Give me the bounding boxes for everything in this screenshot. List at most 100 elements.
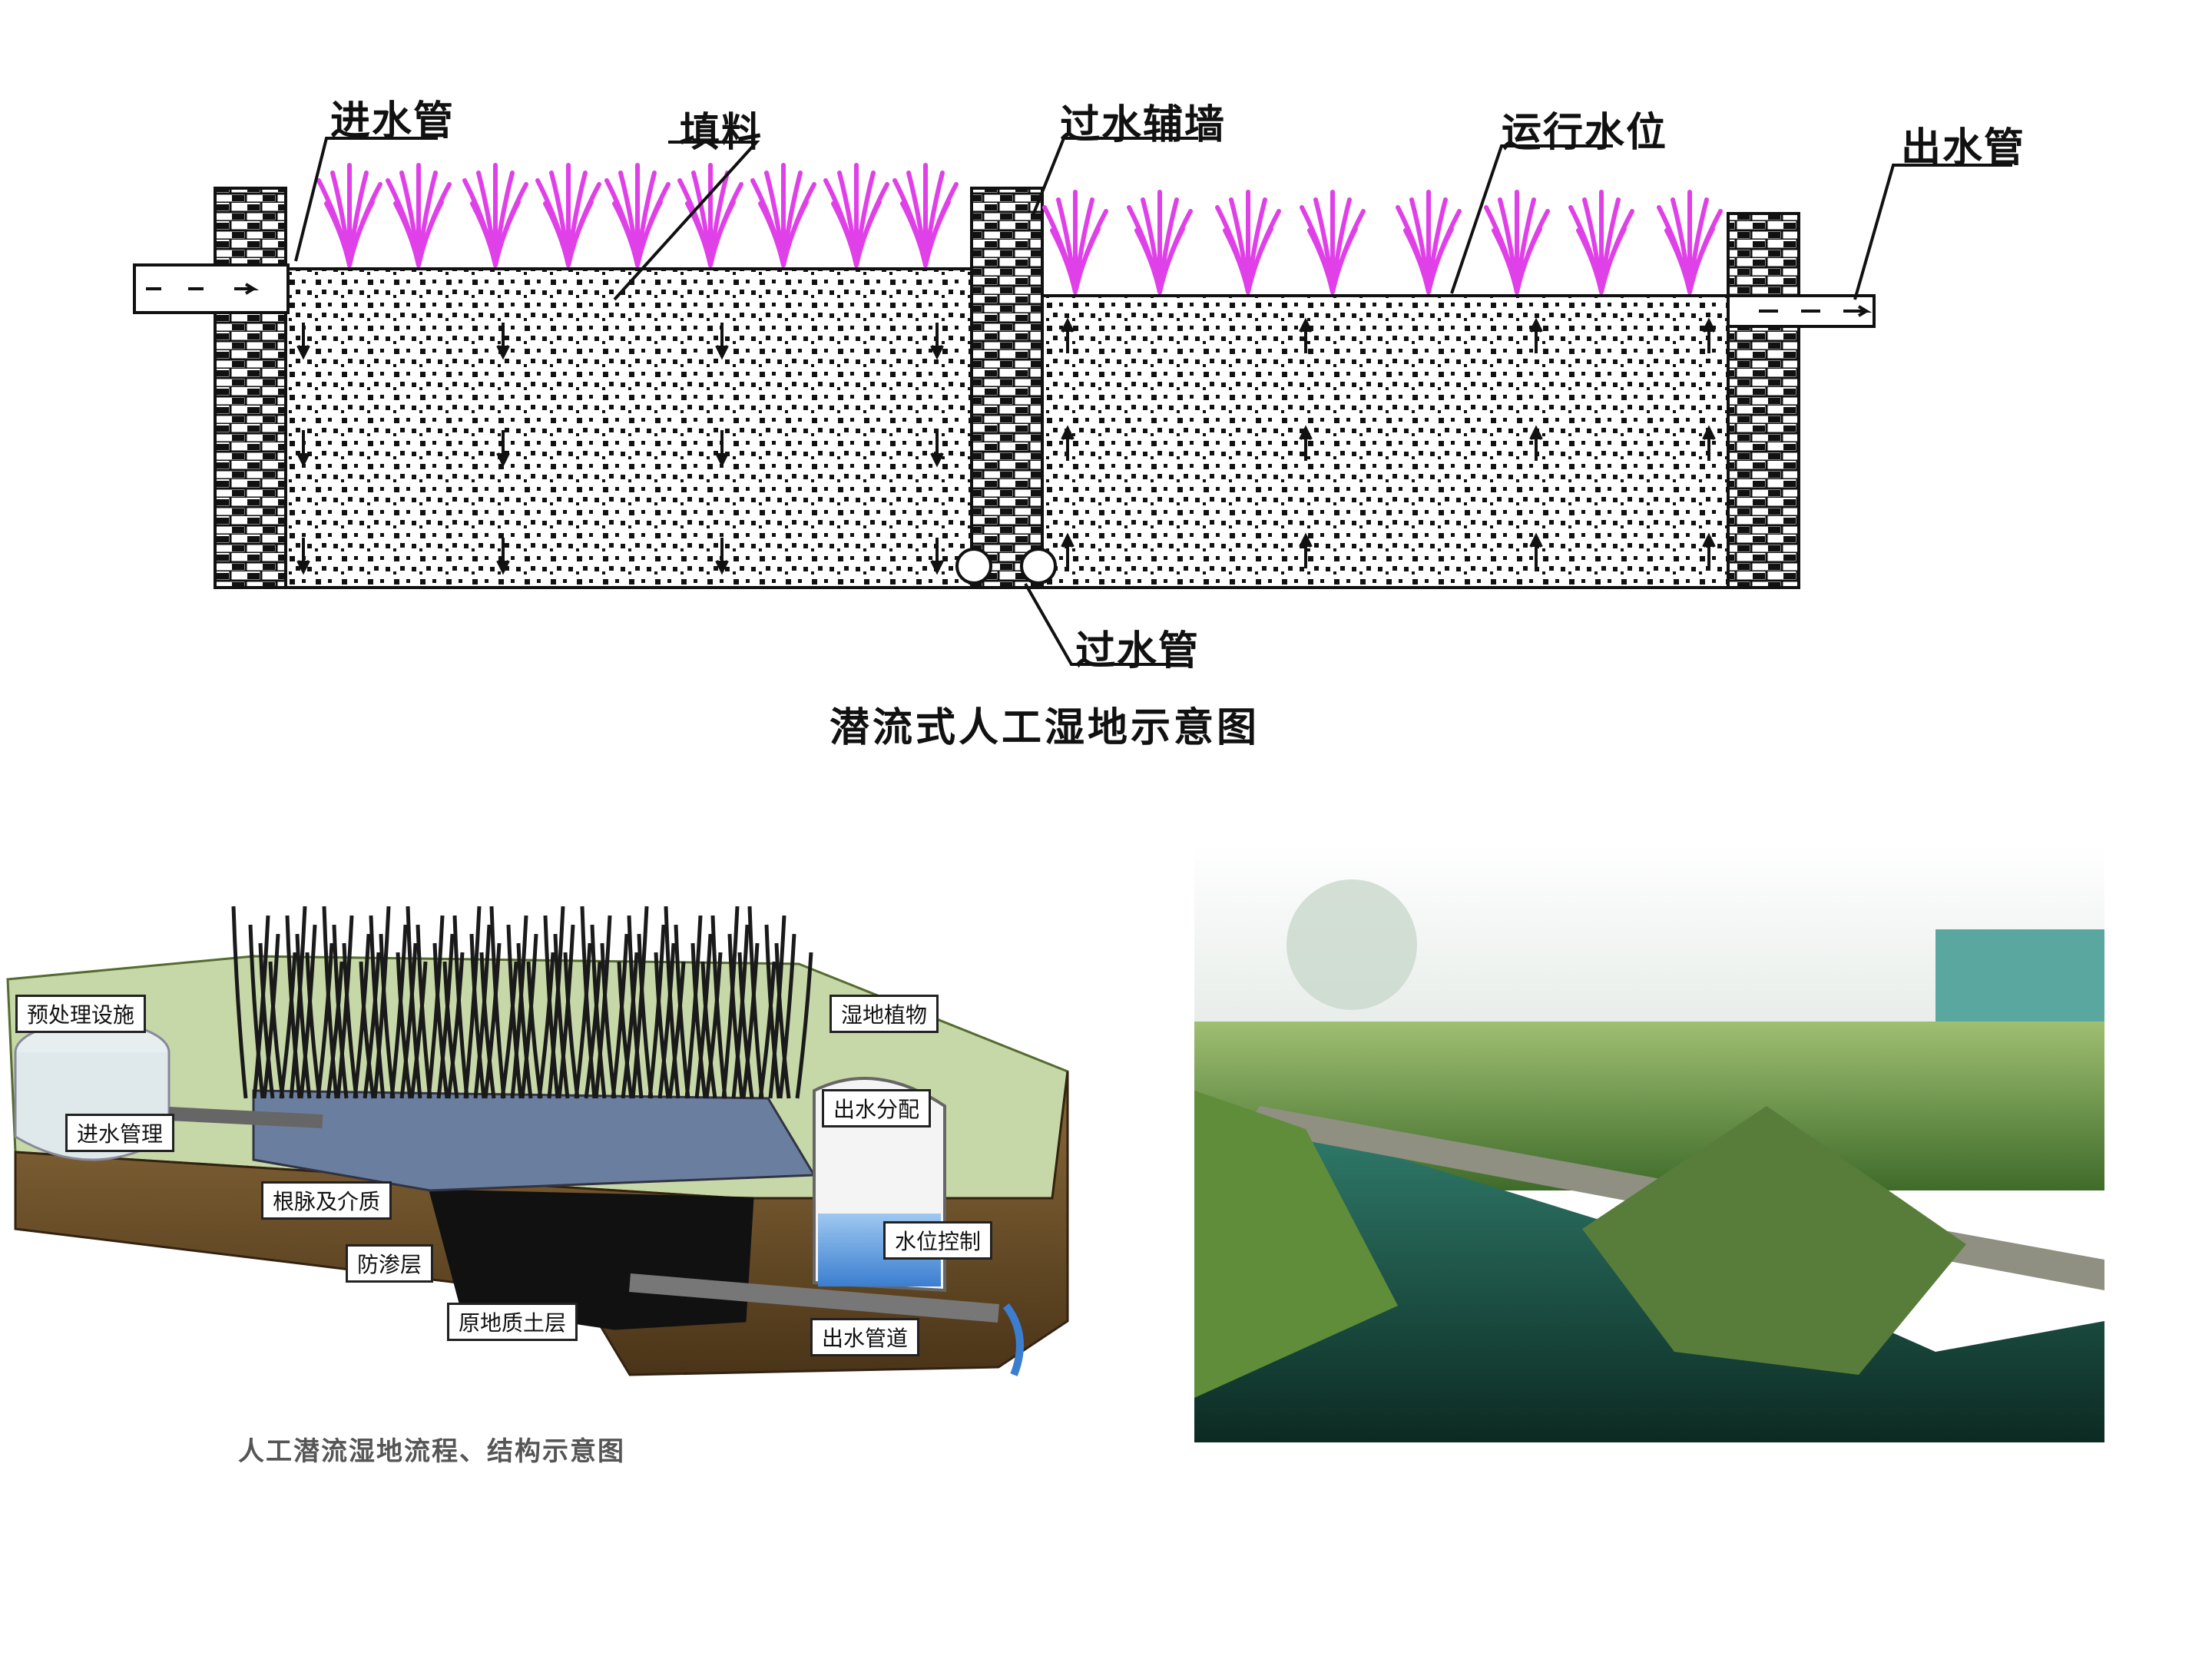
reed — [506, 924, 523, 1099]
water-level-label: 运行水位 — [1502, 110, 1668, 156]
reed — [305, 952, 322, 1099]
bottom-diagram-caption: 人工潜流湿地流程、结构示意图 — [238, 1436, 625, 1467]
plant — [677, 163, 743, 267]
flow-arrow-head — [930, 345, 944, 360]
reed — [778, 933, 796, 1099]
reed — [258, 942, 275, 1099]
flow-arrow-head — [930, 560, 944, 575]
reed — [399, 942, 418, 1099]
reed — [416, 924, 432, 1099]
outlet-channel-label: 出水管道 — [810, 1318, 920, 1356]
water-splash — [1002, 1303, 1024, 1376]
plant — [1042, 190, 1108, 294]
flow-arrow-head — [1702, 317, 1716, 333]
reed — [442, 961, 459, 1099]
pass-pipe-right — [1020, 548, 1057, 584]
water-level-leader — [1450, 144, 1613, 294]
flow-arrow-head — [1061, 317, 1075, 333]
reed — [764, 924, 781, 1099]
reed — [409, 961, 428, 1099]
rhizome-media-layer — [252, 1089, 816, 1192]
flow-arrow-head — [296, 345, 310, 360]
reed — [537, 952, 555, 1099]
reed — [469, 933, 486, 1099]
flow-arrow-head — [715, 345, 729, 360]
inlet-pipe-leader — [294, 137, 438, 262]
reed — [704, 952, 723, 1099]
flow-arrow-head — [1299, 317, 1313, 333]
plant — [604, 163, 671, 267]
flow-arrow-head — [496, 560, 510, 575]
reed — [590, 924, 607, 1099]
reed — [553, 933, 570, 1099]
flow-arrow-head — [296, 452, 310, 468]
reed — [489, 906, 506, 1099]
wetland-plants-label: 湿地植物 — [830, 995, 939, 1033]
flow-arrow-head — [296, 560, 310, 575]
flow-arrow-head — [1529, 532, 1543, 548]
flow-arrow-head — [1299, 425, 1313, 440]
outlet-pipe-leader — [1853, 164, 2012, 300]
plant — [316, 163, 382, 267]
seepage-layer-label: 防渗层 — [346, 1244, 434, 1283]
plant — [1568, 190, 1634, 294]
photo-grass-left — [1194, 1091, 1398, 1398]
reed — [322, 906, 339, 1099]
photo-tree — [1286, 879, 1417, 1010]
flow-arrow-head — [1061, 532, 1075, 548]
reed — [526, 961, 543, 1099]
reed — [483, 942, 502, 1099]
reed — [654, 952, 671, 1099]
reed — [432, 942, 449, 1099]
reed — [231, 906, 248, 1099]
top-diagram-caption: 潜流式人工湿地示意图 — [830, 704, 1260, 751]
reed — [516, 942, 533, 1099]
reed — [363, 952, 381, 1099]
reed — [316, 942, 334, 1099]
native-soil-label: 原地质土层 — [447, 1303, 578, 1341]
outlet-pipe-bottom — [629, 1273, 999, 1323]
reed — [621, 952, 639, 1099]
flow-arrow-head — [1702, 532, 1716, 548]
reed — [543, 915, 560, 1099]
reed — [248, 924, 265, 1099]
reed — [667, 961, 686, 1099]
reed — [479, 952, 496, 1099]
reed — [332, 924, 349, 1099]
plant — [1396, 190, 1462, 294]
filler-bed-left — [284, 267, 973, 589]
reed — [580, 906, 597, 1099]
outlet-pipe-label: 出水管 — [1901, 125, 2026, 171]
plant — [1215, 190, 1281, 294]
reed — [279, 952, 297, 1099]
flow-arrow-head — [1529, 425, 1543, 440]
reed — [446, 952, 465, 1099]
reed — [617, 961, 634, 1099]
reed — [574, 942, 592, 1099]
reed — [774, 942, 791, 1099]
reed — [710, 915, 727, 1099]
reed — [563, 952, 580, 1099]
reed — [657, 942, 676, 1099]
reed — [406, 906, 422, 1099]
wetland-plants — [316, 163, 1723, 294]
inlet-pipe — [133, 263, 290, 314]
reed — [664, 906, 680, 1099]
reed — [674, 924, 690, 1099]
reed — [268, 961, 285, 1099]
plant — [386, 163, 452, 267]
reed — [741, 942, 760, 1099]
water-level-control-label: 水位控制 — [883, 1221, 993, 1260]
reed — [452, 915, 469, 1099]
flow-arrow-head — [715, 452, 729, 468]
reed — [342, 942, 359, 1099]
reed — [758, 961, 777, 1099]
pass-pipe-left — [955, 548, 992, 584]
right-brick-wall — [1727, 212, 1800, 589]
reed — [359, 961, 376, 1099]
reed — [295, 933, 312, 1099]
plant — [823, 163, 889, 267]
reed — [396, 952, 412, 1099]
flow-arrow-head — [496, 452, 510, 468]
